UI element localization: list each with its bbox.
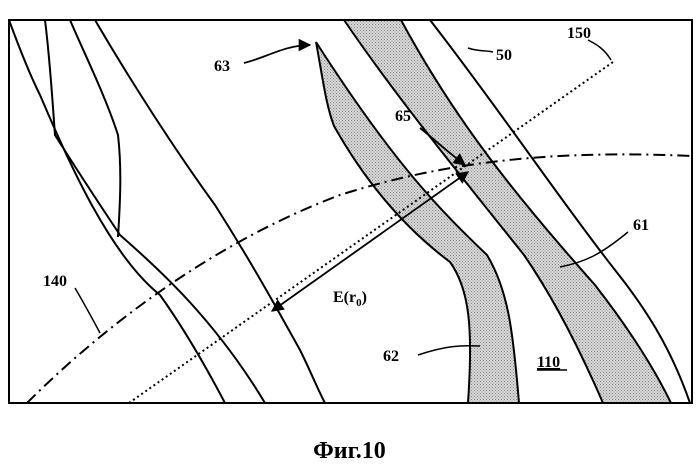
left-curve-1 [9,20,225,403]
leader-50 [468,48,493,52]
label-63: 63 [214,58,230,75]
left-curve-3 [70,20,120,237]
leader-150 [588,40,611,60]
leader-140 [75,288,100,333]
label-62: 62 [383,348,399,365]
label-150: 150 [567,25,591,42]
left-curve-2 [45,20,265,403]
label-50: 50 [496,47,512,64]
label-65: 65 [395,108,411,125]
label-e-r0: E(r0) [333,289,367,309]
left-curve-4 [95,20,325,403]
label-110: 110 [537,354,560,371]
leader-63 [244,45,310,63]
label-61: 61 [633,217,649,234]
label-e-close: ) [362,289,367,306]
figure-caption: Фиг.10 [0,438,699,465]
label-140: 140 [43,273,67,290]
label-e-text: E(r [333,289,356,306]
